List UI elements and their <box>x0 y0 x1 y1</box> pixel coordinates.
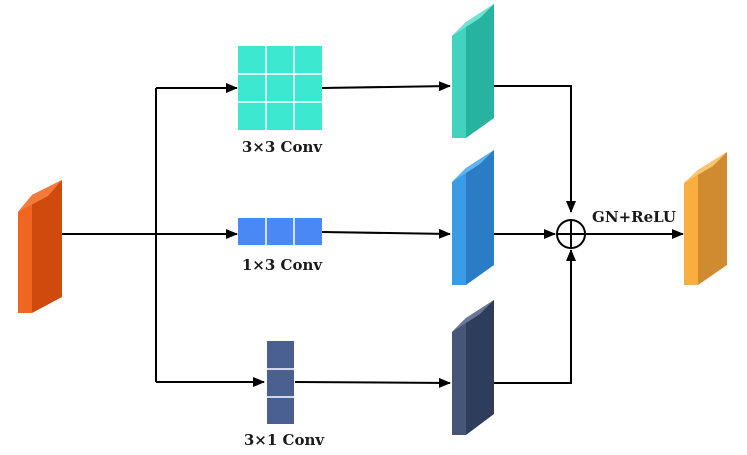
wire-1x3-to-map <box>321 228 451 239</box>
kernel-3x1 <box>267 341 294 424</box>
circle-plus-icon <box>556 219 586 249</box>
label-gn-relu: GN+ReLU <box>592 208 676 226</box>
wire-top-to-sum <box>480 85 576 213</box>
kernel-3x3 <box>238 46 322 130</box>
label-3x3-conv: 3×3 Conv <box>242 138 324 156</box>
branch-wires <box>62 81 684 388</box>
input-feature-map <box>18 180 62 313</box>
label-1x3-conv: 1×3 Conv <box>242 256 324 274</box>
wire-3x1-to-map <box>294 377 451 388</box>
wire-3x3-to-map <box>321 81 451 92</box>
output-feature-map <box>684 152 727 285</box>
wire-bottom-to-sum <box>480 249 576 384</box>
feature-map-3x1 <box>452 300 494 435</box>
label-3x1-conv: 3×1 Conv <box>244 431 326 449</box>
feature-map-1x3 <box>452 150 494 285</box>
kernel-1x3 <box>238 218 322 245</box>
feature-map-3x3 <box>452 4 494 138</box>
